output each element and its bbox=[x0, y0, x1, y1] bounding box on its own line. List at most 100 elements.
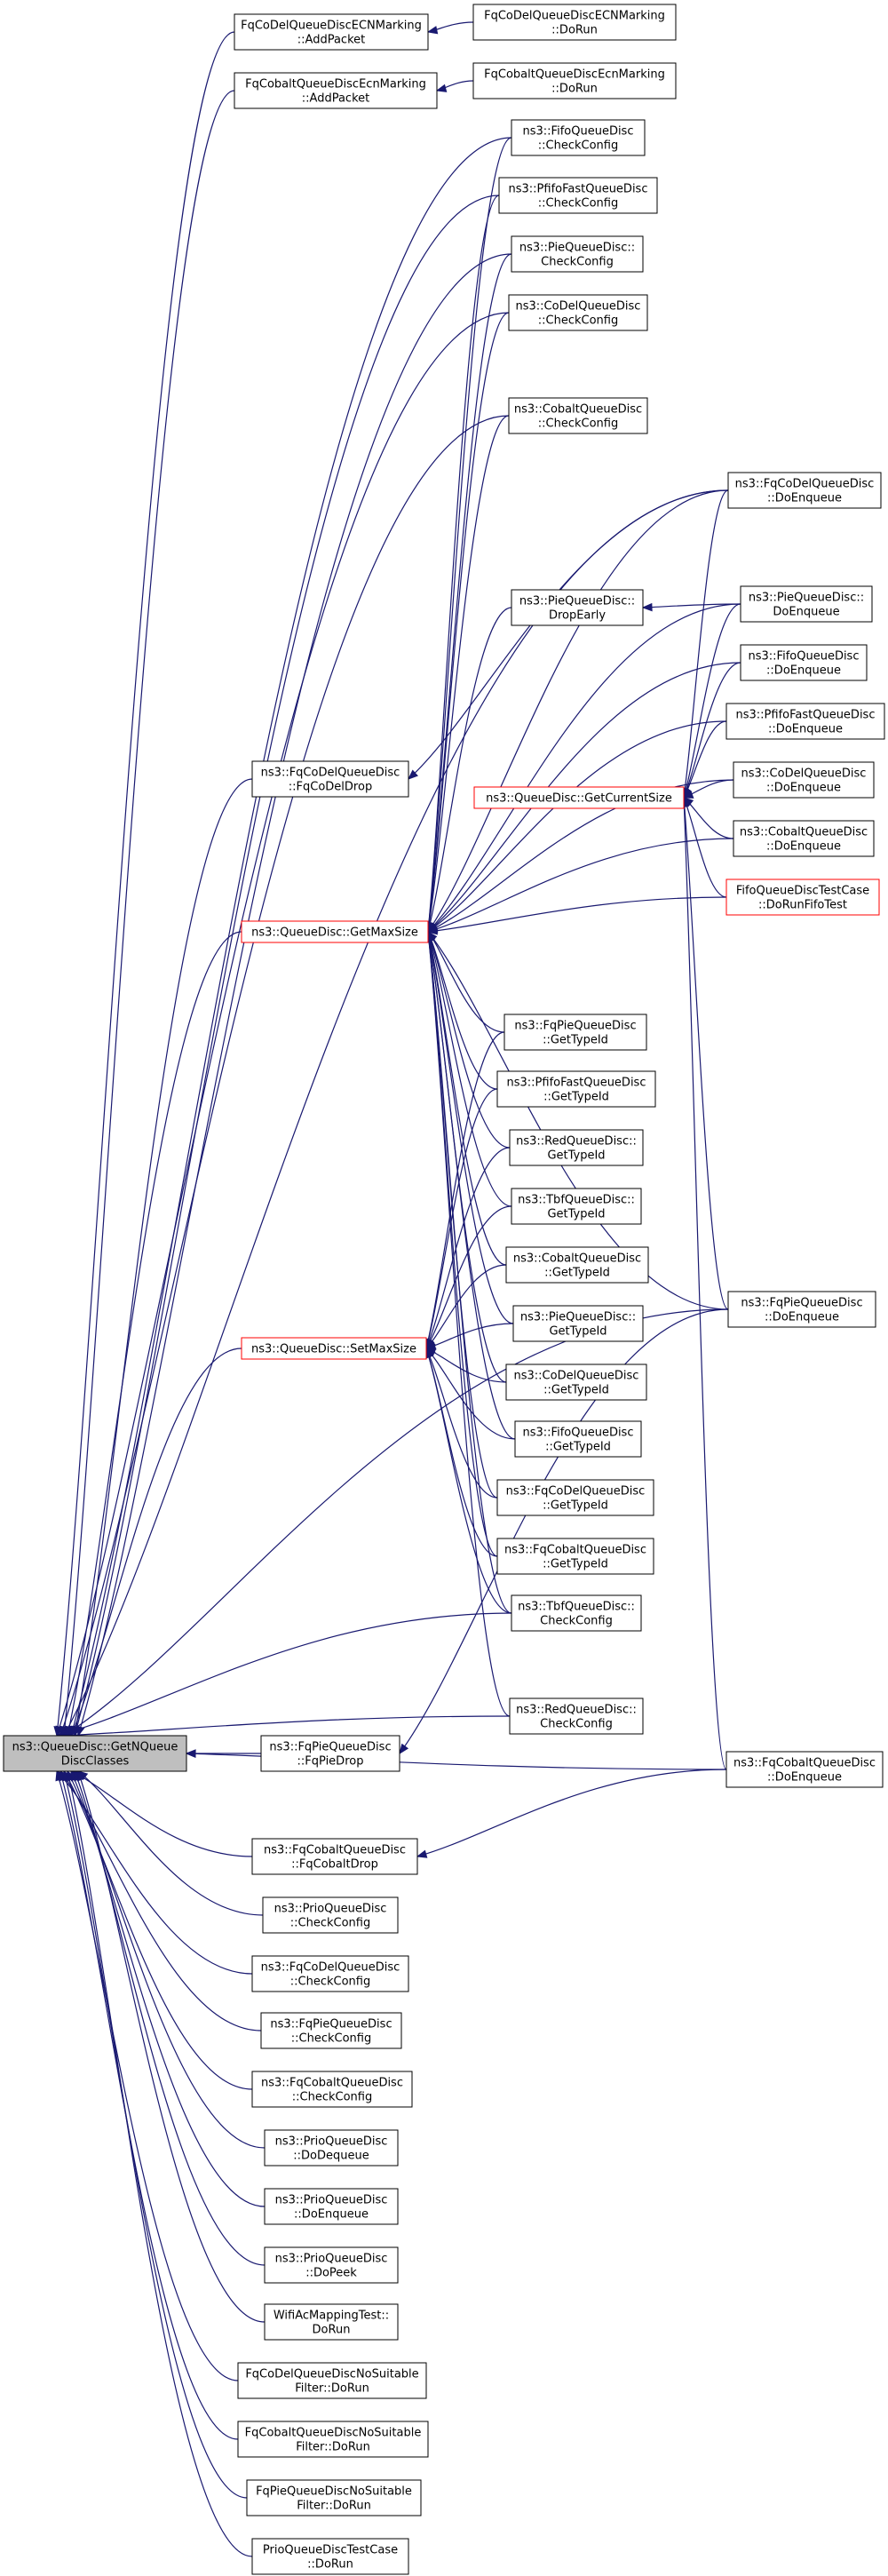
node-label: DoEnqueue bbox=[773, 606, 839, 619]
node-fqcodelqueuediscecnmarking-addpacket[interactable]: FqCoDelQueueDiscECNMarking::AddPacket bbox=[234, 13, 429, 51]
node-prioqueuedisctestcase-dorun[interactable]: PrioQueueDiscTestCase::DoRun bbox=[251, 2538, 409, 2575]
node-ns3-fqcodelqueuedisc-checkconfig[interactable]: ns3::FqCoDelQueueDisc::CheckConfig bbox=[251, 1955, 409, 1992]
node-ns3-pfifofastqueuedisc-checkconfig[interactable]: ns3::PfifoFastQueueDisc::CheckConfig bbox=[498, 177, 658, 214]
node-ns3-fifoqueuedisc-gettypeid[interactable]: ns3::FifoQueueDisc::GetTypeId bbox=[514, 1420, 642, 1458]
node-ns3-fqpiequeuedisc-doenqueue[interactable]: ns3::FqPieQueueDisc::DoEnqueue bbox=[727, 1291, 876, 1328]
node-box bbox=[508, 397, 648, 434]
node-box bbox=[237, 2362, 427, 2399]
node-ns3-fifoqueuedisc-doenqueue[interactable]: ns3::FifoQueueDisc::DoEnqueue bbox=[740, 644, 868, 681]
node-ns3-fqcobaltqueuedisc-doenqueue[interactable]: ns3::FqCobaltQueueDisc::DoEnqueue bbox=[725, 1751, 884, 1788]
node-label: ::CheckConfig bbox=[292, 2091, 372, 2104]
edge bbox=[683, 797, 734, 839]
edge-arrowhead bbox=[641, 602, 653, 612]
node-ns3-fqcodelqueuedisc-doenqueue[interactable]: ns3::FqCoDelQueueDisc::DoEnqueue bbox=[727, 472, 882, 509]
node-fqcobaltqueuediscecnmarking-addpacket[interactable]: FqCobaltQueueDiscEcnMarking::AddPacket bbox=[234, 72, 438, 109]
node-ns3-piequeuedisc-dropearly[interactable]: ns3::PieQueueDisc::DropEarly bbox=[511, 589, 644, 626]
node-box bbox=[740, 585, 873, 623]
node-ns3-piequeuedisc-doenqueue[interactable]: ns3::PieQueueDisc::DoEnqueue bbox=[740, 585, 873, 623]
node-ns3-prioqueuedisc-dopeek[interactable]: ns3::PrioQueueDisc::DoPeek bbox=[264, 2246, 399, 2284]
edge bbox=[427, 931, 505, 1033]
node-box bbox=[509, 1697, 644, 1735]
node-box bbox=[251, 1838, 418, 1875]
node-box bbox=[472, 4, 677, 41]
node-label: DropEarly bbox=[549, 609, 606, 623]
node-ns3-redqueuedisc-checkconfig[interactable]: ns3::RedQueueDisc::CheckConfig bbox=[509, 1697, 644, 1735]
node-ns3-fqcobaltqueuedisc-checkconfig[interactable]: ns3::FqCobaltQueueDisc::CheckConfig bbox=[251, 2071, 413, 2108]
node-label: ::DoRun bbox=[307, 2558, 353, 2572]
node-label: FqCoDelQueueDiscNoSuitable bbox=[245, 2368, 418, 2381]
node-ns3-piequeuedisc-gettypeid[interactable]: ns3::PieQueueDisc::GetTypeId bbox=[512, 1305, 644, 1342]
edge bbox=[683, 489, 729, 799]
node-ns3-fqpiequeuedisc-gettypeid[interactable]: ns3::FqPieQueueDisc::GetTypeId bbox=[503, 1014, 647, 1051]
node-ns3-fqpiequeuedisc-checkconfig[interactable]: ns3::FqPieQueueDisc::CheckConfig bbox=[260, 2012, 402, 2049]
edge bbox=[67, 931, 242, 1737]
edge-arrowhead bbox=[65, 1769, 75, 1782]
node-ns3-fqcodelqueuedisc-fqcodeldrop[interactable]: ns3::FqCoDelQueueDisc::FqCoDelDrop bbox=[251, 760, 409, 798]
node-ns3-fifoqueuedisc-checkconfig[interactable]: ns3::FifoQueueDisc::CheckConfig bbox=[511, 119, 646, 156]
node-label: GetTypeId bbox=[549, 1325, 607, 1339]
node-label: ::DoRunFifoTest bbox=[758, 899, 847, 912]
node-ns3-codelqueuedisc-checkconfig[interactable]: ns3::CoDelQueueDisc::CheckConfig bbox=[508, 294, 648, 331]
node-ns3-piequeuedisc-checkconfig[interactable]: ns3::PieQueueDisc::CheckConfig bbox=[511, 235, 644, 273]
node-ns3-redqueuedisc-gettypeid[interactable]: ns3::RedQueueDisc::GetTypeId bbox=[509, 1129, 644, 1166]
edge bbox=[427, 931, 498, 1090]
node-box bbox=[509, 1129, 644, 1166]
node-label: ns3::PrioQueueDisc bbox=[275, 2135, 388, 2149]
node-label: ::DoEnqueue bbox=[767, 1771, 842, 1785]
node-label: FqPieQueueDiscNoSuitable bbox=[256, 2485, 412, 2499]
node-ns3-fqcodelqueuedisc-gettypeid[interactable]: ns3::FqCoDelQueueDisc::GetTypeId bbox=[496, 1479, 654, 1516]
node-label: ::GetTypeId bbox=[544, 1267, 610, 1280]
node-label: ns3::CoDelQueueDisc bbox=[516, 300, 641, 314]
node-ns3-fqcobaltqueuedisc-fqcobaltdrop[interactable]: ns3::FqCobaltQueueDisc::FqCobaltDrop bbox=[251, 1838, 418, 1875]
node-box bbox=[251, 760, 409, 798]
node-label: ns3::PrioQueueDisc bbox=[274, 1903, 387, 1916]
node-box bbox=[262, 1896, 399, 1934]
node-ns3-pfifofastqueuedisc-gettypeid[interactable]: ns3::PfifoFastQueueDisc::GetTypeId bbox=[496, 1070, 656, 1108]
node-ns3-cobaltqueuedisc-doenqueue[interactable]: ns3::CobaltQueueDisc::DoEnqueue bbox=[733, 820, 875, 857]
node-ns3-tbfqueuedisc-checkconfig[interactable]: ns3::TbfQueueDisc::CheckConfig bbox=[511, 1594, 642, 1632]
node-label: FqCobaltQueueDiscEcnMarking bbox=[484, 68, 665, 82]
node-label: ::GetTypeId bbox=[543, 1384, 609, 1397]
node-label: ::DoRun bbox=[551, 24, 598, 37]
edge bbox=[77, 1770, 264, 1916]
node-ns3-codelqueuedisc-doenqueue[interactable]: ns3::CoDelQueueDisc::DoEnqueue bbox=[733, 761, 875, 799]
node-box bbox=[260, 1735, 400, 1772]
node-ns3-cobaltqueuedisc-checkconfig[interactable]: ns3::CobaltQueueDisc::CheckConfig bbox=[508, 397, 648, 434]
node-box bbox=[511, 589, 644, 626]
node-ns3-fqcobaltqueuedisc-gettypeid[interactable]: ns3::FqCobaltQueueDisc::GetTypeId bbox=[496, 1538, 654, 1575]
node-label: ::DoDequeue bbox=[293, 2150, 369, 2163]
node-label: ns3::PfifoFastQueueDisc bbox=[736, 709, 876, 722]
node-wifiacmappingtest-dorun[interactable]: WifiAcMappingTest::DoRun bbox=[264, 2303, 399, 2341]
node-ns3-codelqueuedisc-gettypeid[interactable]: ns3::CoDelQueueDisc::GetTypeId bbox=[505, 1364, 647, 1401]
node-box bbox=[234, 13, 429, 51]
node-fqcodelqueuediscecnmarking-dorun[interactable]: FqCoDelQueueDiscECNMarking::DoRun bbox=[472, 4, 677, 41]
node-ns3-queuedisc-getmaxsize[interactable]: ns3::QueueDisc::GetMaxSize bbox=[241, 920, 429, 943]
node-ns3-prioqueuedisc-doenqueue[interactable]: ns3::PrioQueueDisc::DoEnqueue bbox=[264, 2188, 399, 2225]
node-box bbox=[234, 72, 438, 109]
node-box bbox=[511, 119, 646, 156]
node-label: ::DoRun bbox=[551, 83, 598, 96]
node-ns3-queuedisc-getcurrentsize[interactable]: ns3::QueueDisc::GetCurrentSize bbox=[473, 786, 685, 809]
node-ns3-tbfqueuedisc-gettypeid[interactable]: ns3::TbfQueueDisc::GetTypeId bbox=[511, 1188, 642, 1225]
edge bbox=[427, 931, 516, 1440]
node-ns3-cobaltqueuedisc-gettypeid[interactable]: ns3::CobaltQueueDisc::GetTypeId bbox=[505, 1246, 649, 1284]
node-ns3-prioqueuedisc-dodequeue[interactable]: ns3::PrioQueueDisc::DoDequeue bbox=[264, 2129, 399, 2167]
node-ns3-queuedisc-setmaxsize[interactable]: ns3::QueueDisc::SetMaxSize bbox=[241, 1337, 427, 1360]
nodes-layer: FqCoDelQueueDiscECNMarking::AddPacketFqC… bbox=[3, 4, 885, 2575]
edge bbox=[427, 838, 734, 933]
node-label: ::DoEnqueue bbox=[766, 782, 841, 795]
node-label: ns3::TbfQueueDisc:: bbox=[518, 1601, 635, 1614]
node-ns3-fqpiequeuedisc-fqpiedrop[interactable]: ns3::FqPieQueueDisc::FqPieDrop bbox=[260, 1735, 400, 1772]
node-label: ::GetTypeId bbox=[543, 1499, 608, 1513]
node-ns3-pfifofastqueuedisc-doenqueue[interactable]: ns3::PfifoFastQueueDisc::DoEnqueue bbox=[725, 703, 885, 740]
edge bbox=[67, 1770, 253, 2557]
node-fifoqueuedisctestcase-dorunfifotest[interactable]: FifoQueueDiscTestCase::DoRunFifoTest bbox=[725, 879, 880, 916]
node-box bbox=[512, 1305, 644, 1342]
node-ns3-prioqueuedisc-checkconfig[interactable]: ns3::PrioQueueDisc::CheckConfig bbox=[262, 1896, 399, 1934]
node-label: ::CheckConfig bbox=[538, 314, 618, 328]
node-fqcobaltqueuediscecnmarking-dorun[interactable]: FqCobaltQueueDiscEcnMarking::DoRun bbox=[472, 62, 677, 99]
